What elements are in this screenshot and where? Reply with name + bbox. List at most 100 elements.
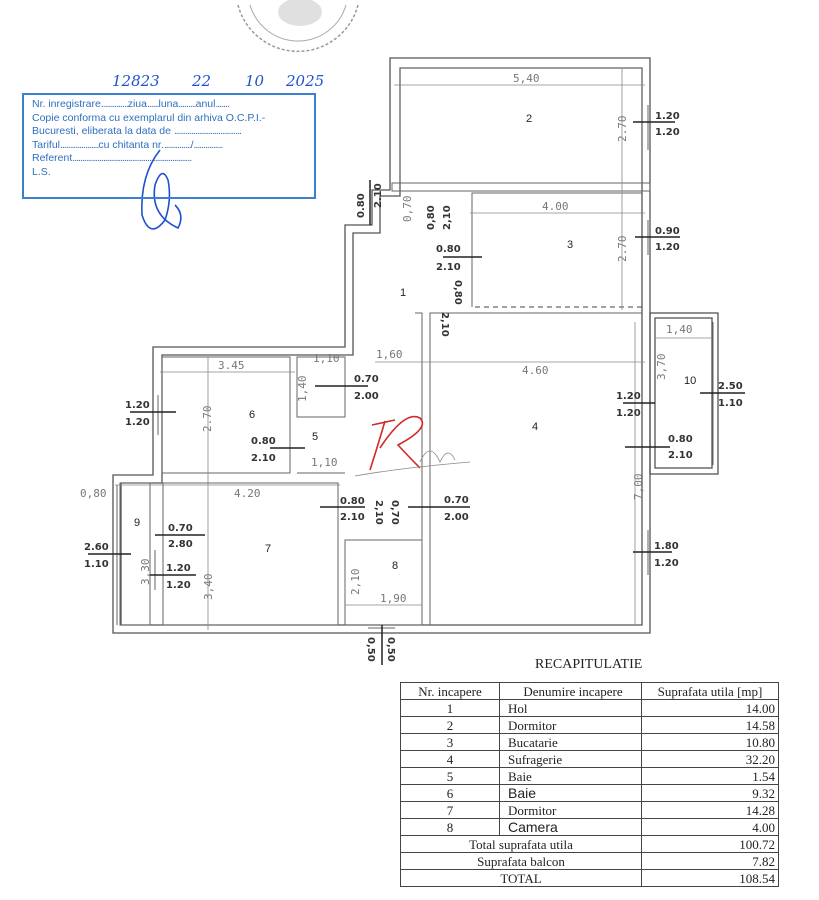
window-label: 0,50 0,50 bbox=[365, 625, 396, 665]
room-number: 5 bbox=[312, 431, 318, 443]
dimension: 2.70 bbox=[616, 116, 629, 143]
stamp-text: ziua bbox=[127, 98, 147, 110]
svg-text:1.20: 1.20 bbox=[166, 563, 191, 574]
svg-text:2.10: 2.10 bbox=[251, 453, 276, 464]
svg-text:1.20: 1.20 bbox=[655, 111, 680, 122]
header-cell: Nr. incapere bbox=[400, 682, 500, 700]
stamp-text: Referent bbox=[32, 152, 73, 164]
dimension: 2.70 bbox=[616, 236, 629, 263]
svg-text:2.10: 2.10 bbox=[668, 450, 693, 461]
handwritten-day: 22 bbox=[192, 72, 212, 90]
dimension: 7,00 bbox=[632, 474, 645, 501]
room-number: 7 bbox=[265, 543, 271, 555]
dimension: 0,70 bbox=[401, 196, 414, 223]
dimension: 1,90 bbox=[380, 592, 407, 605]
svg-text:1.20: 1.20 bbox=[125, 400, 150, 411]
window-label: 1.201.20 bbox=[616, 391, 655, 419]
svg-text:0.80: 0.80 bbox=[668, 434, 693, 445]
door-label: 0.70 2.00 bbox=[315, 374, 379, 402]
svg-text:1.20: 1.20 bbox=[166, 580, 191, 591]
window-label: 1.20 1.20 bbox=[633, 111, 680, 138]
dimension: 3.45 bbox=[218, 359, 245, 372]
window-label: 2.601.10 bbox=[84, 542, 131, 570]
stamp-text: Bucuresti, eliberata la data de bbox=[32, 125, 171, 137]
svg-text:2.00: 2.00 bbox=[444, 512, 469, 523]
door-label: 0.702.00 bbox=[408, 495, 470, 523]
svg-text:1.80: 1.80 bbox=[654, 541, 679, 552]
svg-text:0,50: 0,50 bbox=[365, 637, 376, 662]
room-6-outline bbox=[161, 356, 291, 474]
svg-text:0,50: 0,50 bbox=[385, 637, 396, 662]
signature bbox=[141, 149, 182, 230]
openings: 1.20 1.20 0.80 2.10 0,80 2,10 0.90 1.20 0.80… bbox=[84, 111, 745, 665]
dimension: 3,30 bbox=[139, 559, 152, 586]
door-label: 0,80 2,10 bbox=[426, 205, 453, 230]
stamp-text: Copie conforma cu exemplarul din arhiva … bbox=[32, 111, 266, 124]
svg-text:0.70: 0.70 bbox=[354, 374, 379, 385]
stamp-text: L.S. bbox=[32, 165, 51, 178]
door-label: 2,100,80 bbox=[439, 280, 463, 337]
dimension-lines bbox=[115, 68, 712, 630]
room-number: 2 bbox=[526, 113, 532, 125]
svg-text:2.10: 2.10 bbox=[436, 262, 461, 273]
svg-text:2,10: 2,10 bbox=[442, 205, 453, 230]
stamp-text: Tariful bbox=[32, 138, 61, 151]
table-header: Nr. incapere Denumire incapere Suprafata… bbox=[400, 682, 779, 700]
stamp-text: / bbox=[190, 138, 194, 151]
room-number: 1 bbox=[400, 287, 406, 299]
svg-text:0.90: 0.90 bbox=[655, 226, 680, 237]
handwritten-month: 10 bbox=[245, 72, 265, 90]
svg-text:1.20: 1.20 bbox=[125, 417, 150, 428]
svg-text:1.10: 1.10 bbox=[718, 398, 743, 409]
door-label: 0.802.10 bbox=[251, 436, 305, 464]
door-label: 0.802.10 bbox=[320, 496, 365, 523]
svg-text:1.20: 1.20 bbox=[655, 127, 680, 138]
dimension: 4.60 bbox=[522, 364, 549, 377]
svg-text:2.80: 2.80 bbox=[168, 539, 193, 550]
svg-text:0.80: 0.80 bbox=[340, 496, 365, 507]
svg-text:0,70: 0,70 bbox=[389, 500, 400, 525]
stamp-text: luna bbox=[158, 98, 179, 110]
room-number: 9 bbox=[134, 517, 140, 529]
window-label: 1.20 1.20 bbox=[125, 400, 176, 428]
seal bbox=[237, 0, 359, 53]
dimension: 5,40 bbox=[513, 72, 540, 85]
dimensions: 5,40 2.70 4.00 2.70 0,70 3.45 2.70 1,10 … bbox=[80, 72, 693, 605]
dimension: 3,70 bbox=[655, 354, 668, 381]
handwritten-year: 2025 bbox=[286, 72, 325, 90]
dimension: 1,60 bbox=[376, 348, 403, 361]
door-label: 0.802.10 bbox=[436, 244, 482, 273]
svg-text:2.00: 2.00 bbox=[354, 391, 379, 402]
stamp-text: cu chitanta nr. bbox=[98, 138, 164, 151]
window-label: 0.90 1.20 bbox=[635, 226, 680, 253]
room-5-outline bbox=[296, 356, 346, 418]
room-number: 10 bbox=[684, 375, 696, 387]
dimension: 4.00 bbox=[542, 200, 569, 213]
svg-text:2.10: 2.10 bbox=[373, 183, 384, 208]
room-number: 6 bbox=[249, 409, 255, 421]
door-label: 0.80 2.10 bbox=[625, 434, 693, 461]
svg-text:0,80: 0,80 bbox=[452, 280, 463, 305]
window-label: 1.20 1.20 bbox=[150, 563, 196, 591]
window-label: 1.801.20 bbox=[633, 541, 679, 569]
svg-text:2.60: 2.60 bbox=[84, 542, 109, 553]
svg-text:1.20: 1.20 bbox=[616, 408, 641, 419]
dimension: 1,40 bbox=[666, 323, 693, 336]
kr-studio-watermark-logo bbox=[354, 415, 471, 477]
room-number: 3 bbox=[567, 239, 573, 251]
walls bbox=[112, 57, 719, 634]
svg-text:2,10: 2,10 bbox=[373, 500, 384, 525]
svg-text:0,80: 0,80 bbox=[426, 205, 437, 230]
svg-text:1.20: 1.20 bbox=[655, 242, 680, 253]
